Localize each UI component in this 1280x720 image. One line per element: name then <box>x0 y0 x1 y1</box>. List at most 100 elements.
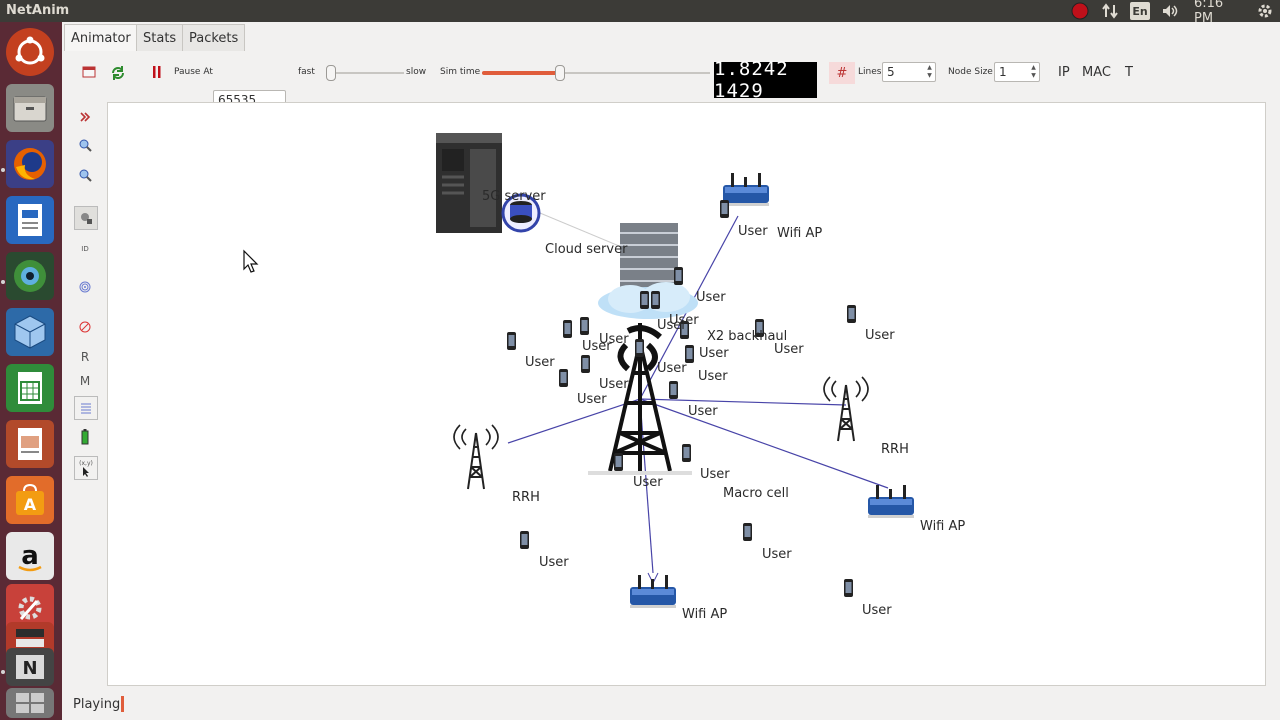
speed-slider[interactable] <box>326 65 404 81</box>
label-user: User <box>669 313 699 328</box>
label-rrh-right: RRH <box>881 442 909 457</box>
user-phones <box>507 200 856 597</box>
firefox-icon[interactable] <box>6 140 54 188</box>
tab-packets[interactable]: Packets <box>182 24 246 51</box>
t-toggle[interactable]: T <box>1125 65 1133 80</box>
lines-spinbox[interactable]: 5 ▲▼ <box>882 62 936 82</box>
label-user: User <box>657 361 687 376</box>
amazon-icon[interactable]: a <box>6 532 54 580</box>
reload-icon[interactable] <box>110 65 126 81</box>
netanim-icon[interactable]: N <box>6 648 54 686</box>
open-trace-icon[interactable] <box>82 65 96 79</box>
label-cloud-server: Cloud server <box>545 242 628 257</box>
record-indicator-icon[interactable] <box>1071 2 1089 20</box>
sim-time-progress <box>482 71 560 75</box>
label-user: User <box>698 369 728 384</box>
topology-drawing <box>243 133 914 608</box>
status-text: Playing <box>73 697 121 712</box>
pause-icon[interactable] <box>152 65 162 79</box>
pause-at-label: Pause At <box>174 67 213 77</box>
r-toggle[interactable]: R <box>80 350 90 364</box>
node-size-select[interactable]: 1 ▲▼ <box>994 62 1040 82</box>
label-user: User <box>539 555 569 570</box>
label-user: User <box>738 224 768 239</box>
sim-time-label: Sim time <box>440 67 481 77</box>
expand-chevron-icon[interactable] <box>74 106 96 128</box>
mouse-cursor-icon <box>243 249 259 273</box>
files-icon[interactable] <box>6 84 54 132</box>
grid-toggle-icon[interactable]: # <box>829 62 855 84</box>
network-icon[interactable] <box>1101 2 1119 20</box>
node-size-value: 1 <box>999 65 1007 79</box>
node-id-icon[interactable]: ID <box>81 245 89 253</box>
label-user: User <box>657 318 687 333</box>
slow-label: slow <box>406 67 427 77</box>
label-wifi-ap-top: Wifi AP <box>777 226 823 241</box>
software-center-icon[interactable]: A <box>6 476 54 524</box>
workspace-switcher-icon[interactable] <box>6 688 54 718</box>
battery-icon[interactable] <box>74 426 96 448</box>
label-wifi-ap-bottom: Wifi AP <box>682 607 728 622</box>
spreadsheet-icon[interactable] <box>6 364 54 412</box>
label-user: User <box>599 332 629 347</box>
spinbox-arrows-icon[interactable]: ▲▼ <box>1031 64 1036 79</box>
wifi-ap-top-icon <box>723 173 769 206</box>
zoom-out-icon[interactable] <box>74 164 96 186</box>
coordinate-label: (x,y) <box>79 459 93 467</box>
spinbox-arrows-icon[interactable]: ▲▼ <box>927 64 932 79</box>
zoom-in-icon[interactable] <box>74 134 96 156</box>
tab-animator[interactable]: Animator <box>64 24 138 51</box>
top-panel: NetAnim En 6:16 PM <box>0 0 1280 26</box>
sim-time-display: 1.8242 1429 <box>714 58 817 102</box>
label-user: User <box>577 392 607 407</box>
fingerprint-icon[interactable] <box>74 276 96 298</box>
ip-toggle[interactable]: IP <box>1058 65 1070 80</box>
sim-time-slider-handle[interactable] <box>554 65 565 81</box>
svg-text:N: N <box>22 658 37 679</box>
launcher: A a N <box>0 22 62 720</box>
writer-document-icon[interactable] <box>6 196 54 244</box>
volume-icon[interactable] <box>1160 2 1180 20</box>
coordinate-pointer-icon[interactable]: (x,y) <box>74 456 98 480</box>
sim-time-slider[interactable] <box>482 65 710 81</box>
label-user: User <box>774 342 804 357</box>
speed-slider-handle[interactable] <box>326 65 336 81</box>
app-title: NetAnim <box>6 3 70 18</box>
system-gear-icon[interactable] <box>1256 2 1274 20</box>
label-user: User <box>582 339 612 354</box>
label-rrh-left: RRH <box>512 490 540 505</box>
running-indicator <box>1 670 5 674</box>
ubuntu-dash-icon[interactable] <box>6 28 54 76</box>
label-user: User <box>700 467 730 482</box>
presentation-icon[interactable] <box>6 420 54 468</box>
label-user: User <box>762 547 792 562</box>
node-size-label: Node Size <box>948 67 993 77</box>
tab-stats[interactable]: Stats <box>136 24 184 51</box>
disable-icon[interactable] <box>74 316 96 338</box>
wifi-ap-bottom-icon <box>630 575 676 608</box>
label-user: User <box>862 603 892 618</box>
label-user: User <box>865 328 895 343</box>
label-user: User <box>633 475 663 490</box>
clock[interactable]: 6:16 PM <box>1194 0 1224 26</box>
background-image-icon[interactable] <box>74 206 98 230</box>
running-indicator <box>1 168 5 172</box>
keyboard-layout-indicator[interactable]: En <box>1130 2 1150 20</box>
animator-toolbar: Pause At 65535 fast slow Sim time 1.8242… <box>62 50 1280 110</box>
macro-cell-tower-icon <box>588 323 692 475</box>
m-toggle[interactable]: M <box>79 374 91 388</box>
label-macro-cell: Macro cell <box>723 486 789 501</box>
5g-server-icon <box>436 133 541 233</box>
svg-text:A: A <box>24 495 37 514</box>
lines-label: Lines <box>858 67 882 77</box>
label-user: User <box>696 290 726 305</box>
list-icon[interactable] <box>74 396 98 420</box>
running-indicator <box>1 280 5 284</box>
netanim-window: Animator Stats Packets Pause At 65535 fa… <box>62 22 1280 720</box>
photo-viewer-icon[interactable] <box>6 252 54 300</box>
fast-label: fast <box>298 67 315 77</box>
animation-canvas[interactable]: 5G server Cloud server X2 backhaul Macro… <box>107 102 1266 686</box>
virtualbox-icon[interactable] <box>6 308 54 356</box>
mac-toggle[interactable]: MAC <box>1082 65 1111 80</box>
label-user: User <box>525 355 555 370</box>
